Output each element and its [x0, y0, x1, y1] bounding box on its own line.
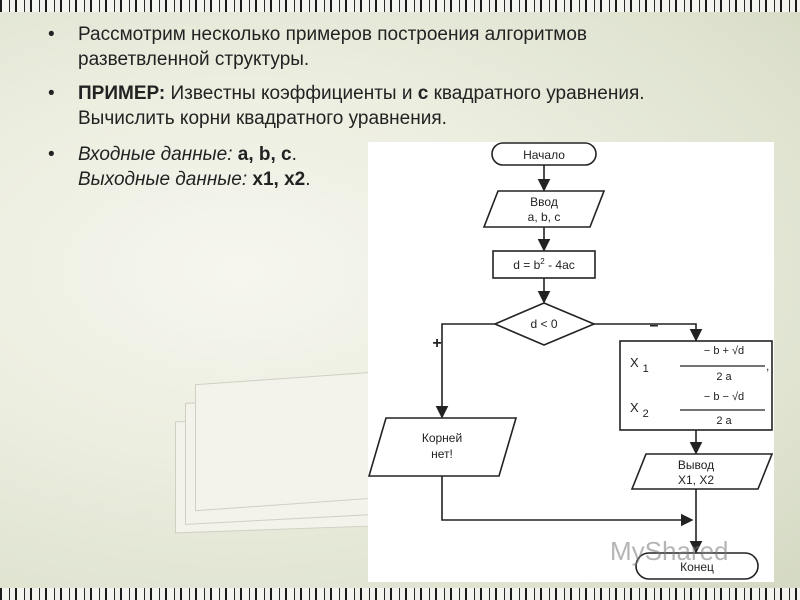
end-terminal — [635, 552, 759, 580]
input-data-label: Входные данные: — [78, 144, 238, 165]
connector-no-branch — [594, 323, 703, 342]
yes-branch-label: + — [432, 335, 441, 352]
discriminant-formula: d = b2 - 4ac — [513, 257, 575, 272]
output-block — [630, 453, 774, 490]
example-label: ПРИМЕР: — [78, 83, 166, 104]
flowchart-panel: Начало Ввод a, b, c d = b2 - 4ac d < 0 +… — [367, 142, 774, 582]
period: . — [305, 169, 311, 190]
output-vars: X1, X2 — [678, 473, 714, 487]
bullet-dot: • — [48, 144, 55, 165]
condition-decision — [492, 302, 597, 346]
input-block — [482, 190, 606, 228]
bullet-intro-text: Рассмотрим несколько примеров построения… — [78, 22, 587, 72]
x2-numerator: − b − √d — [704, 391, 744, 403]
intro-line-2: разветвленной структуры. — [78, 49, 310, 70]
bullet-dot: • — [48, 24, 55, 45]
input-title: Ввод — [530, 195, 558, 209]
flowchart-diagram: Начало Ввод a, b, c d = b2 - 4ac d < 0 +… — [367, 142, 774, 580]
end-label: Конец — [680, 560, 714, 574]
output-data-vars: x1, x2 — [252, 169, 306, 190]
x1-numerator: − b + √d — [704, 345, 744, 357]
watermark-logo: MyShared — [610, 536, 729, 566]
output-title: Вывод — [678, 458, 714, 472]
discriminant-block — [492, 250, 596, 279]
bullet-dot: • — [48, 83, 55, 104]
example-text-b: квадратного уравнения. — [428, 83, 645, 104]
start-label: Начало — [523, 148, 565, 162]
paper-stack-decoration — [175, 371, 375, 538]
period: . — [291, 144, 297, 165]
x2-denominator: 2 a — [716, 415, 732, 427]
condition-label: d < 0 — [530, 317, 557, 331]
input-vars: a, b, c — [528, 210, 561, 224]
example-coef: с — [417, 83, 429, 104]
no-roots-line-1: Корней — [422, 431, 462, 445]
intro-line-1: Рассмотрим несколько примеров построения… — [78, 24, 588, 45]
example-text-a: Известны коэффициенты и — [165, 83, 418, 104]
output-data-label: Выходные данные: — [78, 169, 253, 190]
no-roots-line-2: нет! — [431, 447, 453, 461]
bullet-data-text: Входные данные: a, b, c. Выходные данные… — [78, 142, 311, 192]
connector-yes-branch — [435, 323, 495, 419]
roots-formula-block — [619, 340, 773, 431]
bottom-decorative-stripe — [0, 588, 800, 600]
top-decorative-stripe — [0, 0, 800, 12]
no-branch-label: – — [650, 317, 659, 334]
input-data-vars: a, b, c — [237, 144, 292, 165]
example-line-2: Вычислить корни квадратного уравнения. — [78, 108, 447, 129]
x1-denominator: 2 a — [716, 371, 732, 383]
x1-comma: , — [766, 359, 769, 373]
start-terminal — [491, 142, 597, 166]
connector-noroots-merge — [441, 476, 694, 527]
bullet-example-text: ПРИМЕР: Известны коэффициенты и с квадра… — [78, 81, 645, 131]
no-roots-output — [367, 417, 518, 477]
